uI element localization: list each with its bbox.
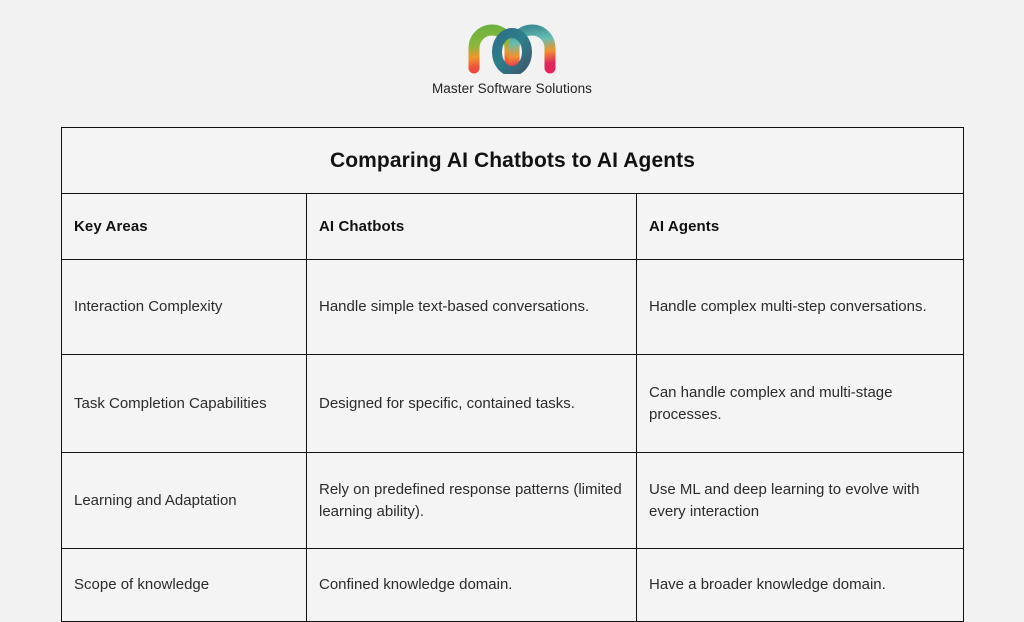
table-title-row: Comparing AI Chatbots to AI Agents xyxy=(61,127,964,194)
table-row: Scope of knowledge Confined knowledge do… xyxy=(61,548,964,622)
cell-agents: Handle complex multi-step conversations. xyxy=(636,259,964,355)
cell-agents: Use ML and deep learning to evolve with … xyxy=(636,452,964,549)
table-row: Learning and Adaptation Rely on predefin… xyxy=(61,452,964,549)
comparison-table: Comparing AI Chatbots to AI Agents Key A… xyxy=(61,127,964,622)
cell-chatbots: Handle simple text-based conversations. xyxy=(306,259,637,355)
cell-chatbots: Rely on predefined response patterns (li… xyxy=(306,452,637,549)
table-header-row: Key Areas AI Chatbots AI Agents xyxy=(61,193,964,260)
column-header-ai-chatbots: AI Chatbots xyxy=(306,193,637,260)
page-root: Master Software Solutions Comparing AI C… xyxy=(0,18,1024,622)
table-row: Interaction Complexity Handle simple tex… xyxy=(61,259,964,355)
msd-m-monogram-icon xyxy=(466,18,558,74)
column-header-key-areas: Key Areas xyxy=(61,193,307,260)
cell-agents: Have a broader knowledge domain. xyxy=(636,548,964,622)
cell-chatbots: Designed for specific, contained tasks. xyxy=(306,354,637,453)
cell-key-area: Learning and Adaptation xyxy=(61,452,307,549)
brand-header: Master Software Solutions xyxy=(0,18,1024,96)
cell-key-area: Task Completion Capabilities xyxy=(61,354,307,453)
cell-key-area: Interaction Complexity xyxy=(61,259,307,355)
column-header-ai-agents: AI Agents xyxy=(636,193,964,260)
table-title: Comparing AI Chatbots to AI Agents xyxy=(61,127,964,194)
cell-agents: Can handle complex and multi-stage proce… xyxy=(636,354,964,453)
brand-name: Master Software Solutions xyxy=(431,81,593,96)
comparison-table-wrapper: Comparing AI Chatbots to AI Agents Key A… xyxy=(61,127,964,622)
cell-chatbots: Confined knowledge domain. xyxy=(306,548,637,622)
table-row: Task Completion Capabilities Designed fo… xyxy=(61,354,964,453)
cell-key-area: Scope of knowledge xyxy=(61,548,307,622)
